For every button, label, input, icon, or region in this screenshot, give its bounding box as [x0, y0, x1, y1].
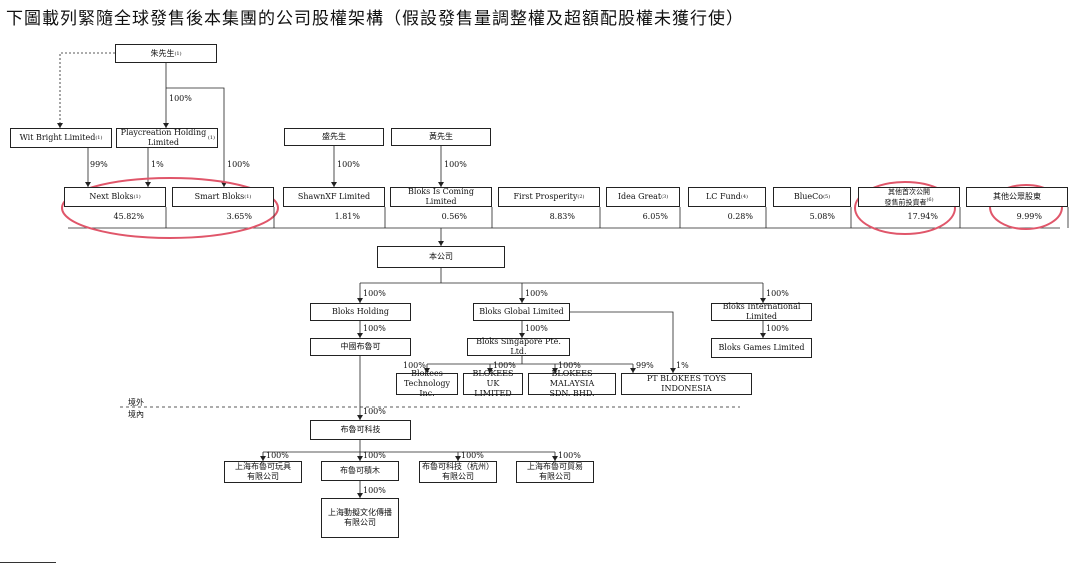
edge-label: 100%: [337, 160, 360, 169]
node-shanghai-culture: 上海動擬文化傳播有限公司: [321, 498, 399, 538]
node-bloks-technology: 布魯可科技: [310, 420, 411, 440]
page-title: 下圖載列緊隨全球發售後本集團的公司股權架構（假設發售量調整權及超額配股權未獲行使…: [6, 9, 744, 29]
node-bloks-singapore: Bloks Singapore Pte. Ltd.: [467, 337, 570, 356]
node-bloks-holding: Bloks Holding: [310, 303, 411, 321]
edge-label: 100%: [766, 324, 789, 333]
edge-label: 100%: [525, 324, 548, 333]
offshore-label: 境外: [128, 398, 144, 407]
shareholding-value: 0.56%: [441, 212, 467, 221]
edge-label: 100%: [363, 451, 386, 460]
shareholding-value: 1.81%: [334, 212, 360, 221]
node-shanghai-trade: 上海布魯可貿易有限公司: [516, 461, 594, 483]
node-idea-great: Idea Great(3): [606, 187, 680, 207]
footnote-divider: [0, 562, 56, 563]
highlight-pre-ipo: [854, 181, 956, 235]
edge-label: 1%: [151, 160, 164, 169]
shareholding-value: 9.99%: [1016, 212, 1042, 221]
edge-label: 100%: [444, 160, 467, 169]
edge-label: 100%: [558, 361, 581, 370]
node-mr-sheng: 盛先生: [284, 128, 384, 146]
shareholding-value: 3.65%: [226, 212, 252, 221]
edge-label: 100%: [766, 289, 789, 298]
node-public-shareholders: 其他公眾股東: [966, 187, 1068, 207]
highlight-public: [989, 184, 1063, 230]
node-bloks-jimu: 布魯可積木: [321, 461, 399, 481]
edge-label: 100%: [363, 486, 386, 495]
shareholding-value: 0.28%: [727, 212, 753, 221]
edge-label: 100%: [363, 407, 386, 416]
node-next-bloks: Next Bloks(1): [64, 187, 166, 207]
edge-label: 100%: [266, 451, 289, 460]
node-first-prosperity: First Prosperity(2): [498, 187, 600, 207]
node-bloks-global: Bloks Global Limited: [473, 303, 570, 321]
edge-label: 100%: [169, 94, 192, 103]
edge-label: 100%: [363, 289, 386, 298]
node-china-bloks: 中國布魯可: [310, 338, 411, 356]
node-pre-ipo-investors: 其他首次公開 發售前投資者(6): [858, 187, 960, 207]
node-mr-huang: 黃先生: [391, 128, 491, 146]
node-shanghai-toys: 上海布魯可玩具有限公司: [224, 461, 302, 483]
shareholding-value: 5.08%: [809, 212, 835, 221]
edge-label: 100%: [403, 361, 426, 370]
node-wit-bright: Wit Bright Limited(1): [10, 128, 112, 148]
edge-label: 1%: [676, 361, 689, 370]
shareholding-value: 45.82%: [113, 212, 144, 221]
edge-label: 100%: [461, 451, 484, 460]
shareholding-value: 17.94%: [907, 212, 938, 221]
highlight-next-smart: [61, 177, 279, 239]
onshore-label: 境內: [128, 410, 144, 419]
node-playcreation: Playcreation Holding Limited(1): [116, 128, 218, 148]
shareholding-value: 8.83%: [549, 212, 575, 221]
node-blueco: BlueCo(5): [773, 187, 851, 207]
edge-label: 100%: [363, 324, 386, 333]
node-lc-fund: LC Fund(4): [688, 187, 766, 207]
edge-label: 100%: [525, 289, 548, 298]
node-mr-zhu: 朱先生(1): [115, 44, 217, 63]
shareholding-value: 6.05%: [642, 212, 668, 221]
node-smart-bloks: Smart Bloks(1): [172, 187, 274, 207]
edge-label: 100%: [558, 451, 581, 460]
node-shawnxf: ShawnXF Limited: [283, 187, 385, 207]
edge-label: 99%: [90, 160, 108, 169]
node-hangzhou-tech: 布魯可科技（杭州）有限公司: [419, 461, 497, 483]
edge-label: 100%: [493, 361, 516, 370]
edge-label: 99%: [636, 361, 654, 370]
node-bloks-is-coming: Bloks Is Coming Limited: [390, 187, 492, 207]
edge-label: 100%: [227, 160, 250, 169]
node-pt-blokees: PT BLOKEES TOYS INDONESIA: [621, 373, 752, 395]
node-company: 本公司: [377, 246, 505, 268]
node-bloks-games: Bloks Games Limited: [711, 338, 812, 358]
node-bloks-international: Bloks International Limited: [711, 302, 812, 321]
